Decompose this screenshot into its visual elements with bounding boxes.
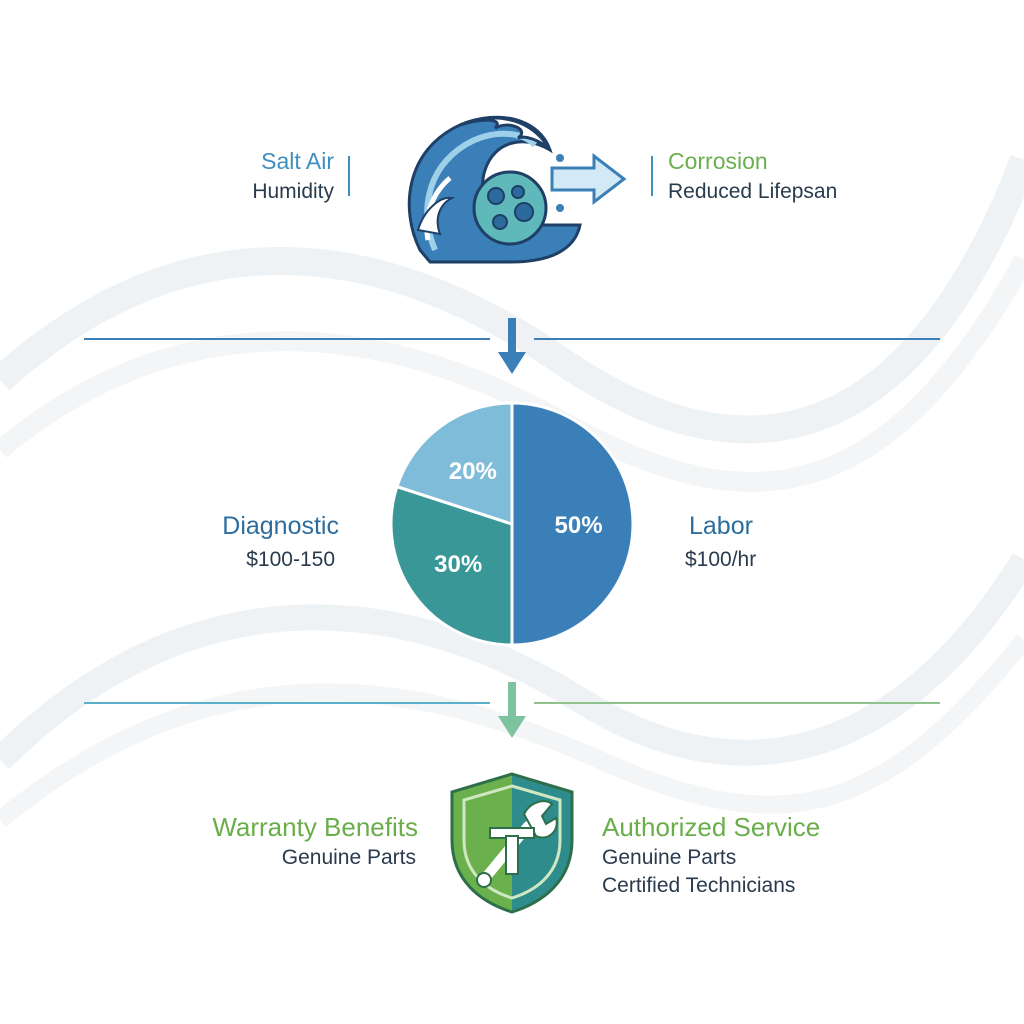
left-divider-mark <box>348 156 350 196</box>
certified-technicians: Certified Technicians <box>602 874 796 897</box>
pie-slice-2 <box>395 401 514 527</box>
salt-air-label: Salt Air <box>261 148 334 174</box>
reduced-lifespan-label: Reduced Lifepsan <box>668 180 838 203</box>
down-arrow-green-icon <box>498 682 526 738</box>
pie-slice-label-2: 20% <box>449 458 497 485</box>
pie-slice-label-1: 30% <box>434 551 482 578</box>
pie-slice-0 <box>510 401 635 647</box>
divider-line-left <box>84 338 490 340</box>
divider2-line-right <box>534 702 940 704</box>
labor-label: Labor <box>689 512 753 540</box>
corrosion-label: Corrosion <box>668 148 768 174</box>
divider2-line-left <box>84 702 490 704</box>
warranty-benefits-label: Warranty Benefits <box>212 812 418 842</box>
diagnostic-cost: $100-150 <box>246 548 335 571</box>
cost-pie-chart: 50% 30% 20% <box>389 401 635 647</box>
divider-line-right <box>534 338 940 340</box>
humidity-label: Humidity <box>252 180 334 203</box>
pie-slice-label-0: 50% <box>555 512 603 539</box>
right-arrow-icon <box>550 152 627 206</box>
authorized-service-label: Authorized Service <box>602 812 821 842</box>
right-divider-mark <box>651 156 653 196</box>
labor-cost: $100/hr <box>685 548 757 571</box>
authorized-genuine-parts: Genuine Parts <box>602 846 737 869</box>
pie-slice-1 <box>389 484 514 647</box>
shield-wrench-icon <box>450 772 574 914</box>
wave-corrosion-icon <box>407 115 582 264</box>
diagnostic-label: Diagnostic <box>222 512 339 540</box>
warranty-genuine-parts: Genuine Parts <box>281 846 416 869</box>
down-arrow-icon <box>498 318 526 374</box>
